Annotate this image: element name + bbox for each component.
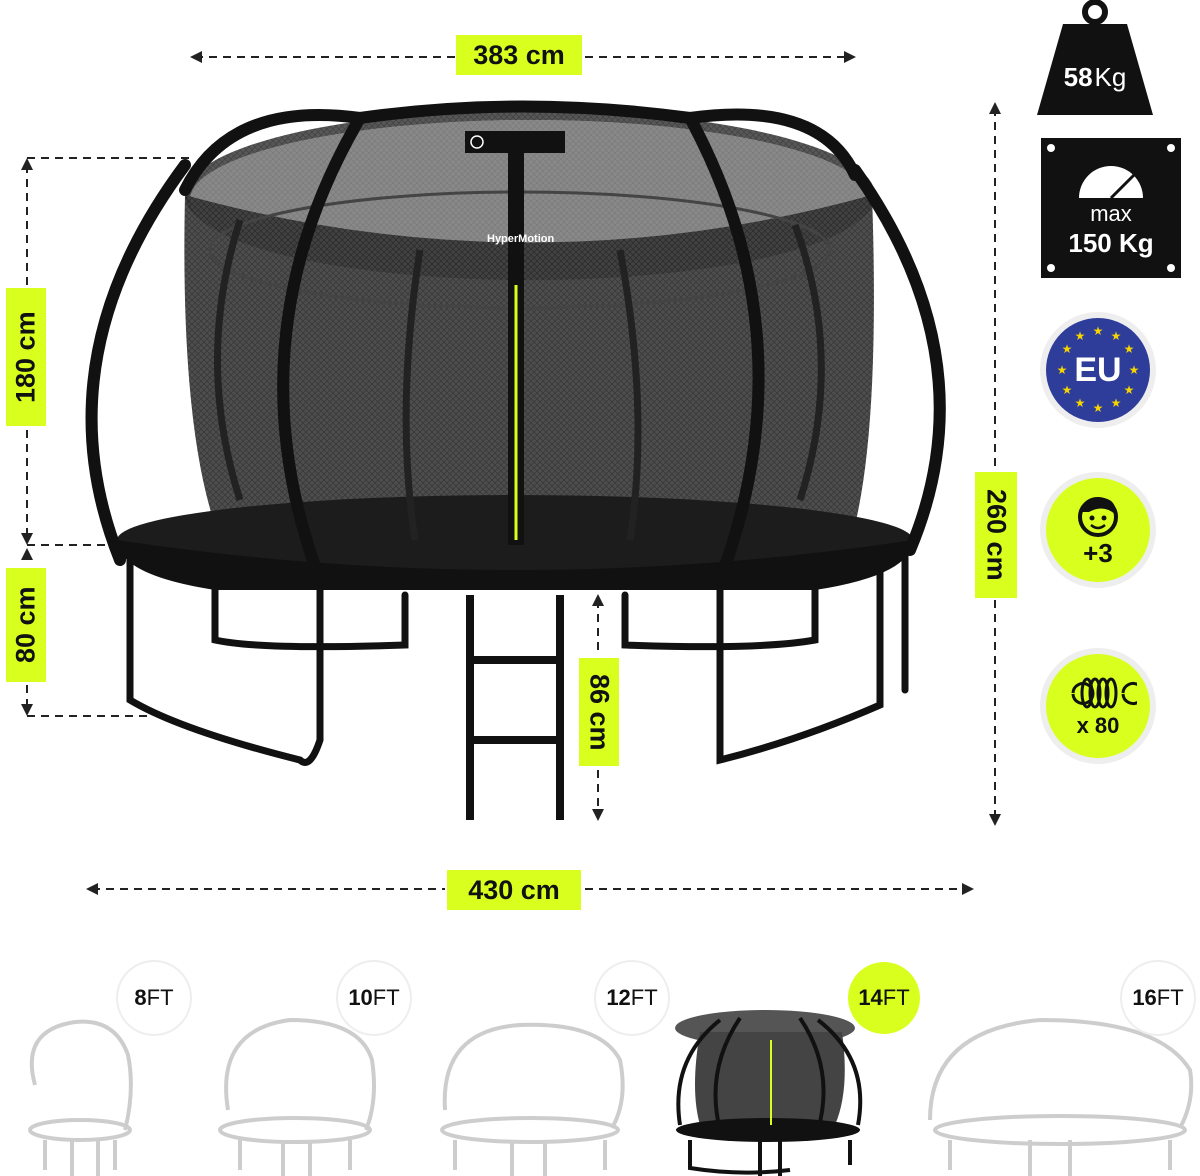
weight-value: 58 [1063,62,1093,92]
max-load-value: 150 Kg [1068,228,1154,258]
child-face-icon [1078,496,1118,537]
springs-text: x 80 [1076,713,1120,738]
svg-text:★: ★ [1124,383,1135,397]
max-load-badge: max 150 Kg [1041,138,1181,278]
age-badge: +3 [1040,472,1156,588]
svg-text:★: ★ [1111,396,1122,410]
size-thumbnails [28,1010,1194,1176]
springs-badge: x 80 [1040,648,1156,764]
brand-logo: HyperMotion [487,233,555,245]
age-text: +3 [1083,537,1113,568]
svg-text:★: ★ [1062,383,1073,397]
net-height-label: 180 cm [6,288,46,426]
spring-icon [1071,677,1137,709]
svg-text:★: ★ [1129,363,1140,377]
top-width-label: 383 cm [456,35,582,75]
svg-text:★: ★ [1111,329,1122,343]
frame-height-label: 80 cm [6,568,46,682]
svg-text:★: ★ [1075,396,1086,410]
svg-text:★: ★ [1124,342,1135,356]
trampoline-image [85,100,946,820]
ladder-height-label: 86 cm [579,658,619,766]
weight-unit: Kg [1094,62,1127,92]
svg-text:★: ★ [1093,324,1104,338]
total-height-label: 260 cm [975,472,1017,598]
svg-text:★: ★ [1093,401,1104,415]
svg-text:★: ★ [1062,342,1073,356]
weight-icon [1037,0,1153,115]
svg-text:★: ★ [1075,329,1086,343]
eu-text: EU [1074,350,1122,389]
eu-stars-icon: ★★★ ★★★ ★★★ ★★★ [1057,324,1140,415]
base-width-label: 430 cm [447,870,581,910]
weight-badge: 58Kg [1035,0,1155,120]
gauge-icon [1047,144,1175,272]
svg-text:★: ★ [1057,363,1068,377]
eu-badge: ★★★ ★★★ ★★★ ★★★ EU [1040,312,1156,428]
max-load-label: max [1090,201,1132,226]
